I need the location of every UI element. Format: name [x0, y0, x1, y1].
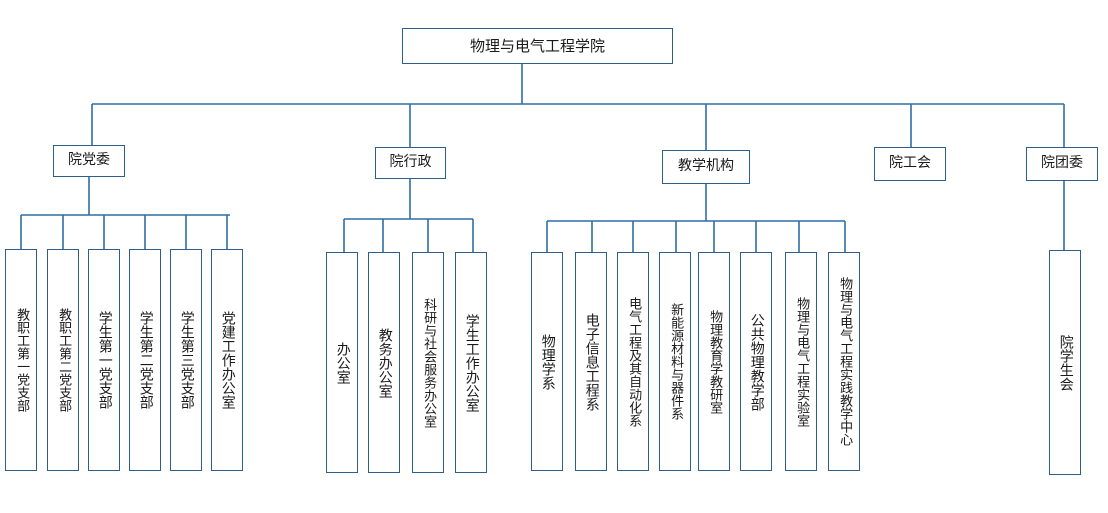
unit-label: 院学生会 [1057, 334, 1074, 391]
unit-label: 科研与社会服务办公室 [421, 297, 437, 428]
unit-box: 科研与社会服务办公室 [412, 252, 444, 473]
unit-box: 院学生会 [1049, 250, 1081, 475]
unit-label: 党建工作办公室 [219, 311, 236, 409]
unit-label: 新能源材料与器件系 [668, 303, 684, 420]
unit-box: 教务办公室 [368, 252, 400, 473]
unit-box: 物理学系 [531, 252, 563, 471]
unit-label: 电气工程及其自动化系 [626, 296, 642, 427]
unit-label: 电子信息工程系 [583, 312, 600, 411]
unit-box: 电子信息工程系 [575, 252, 607, 471]
unit-box: 物理教育学教研室 [698, 252, 730, 471]
unit-label: 物理教育学教研室 [707, 309, 723, 414]
unit-label: 教职工第二党支部 [56, 308, 72, 412]
root-node: 物理与电气工程学院 [402, 28, 673, 64]
branch-teaching-units: 教学机构 [662, 150, 750, 184]
branch-label: 院行政 [389, 154, 432, 171]
unit-label: 办公室 [334, 341, 351, 384]
unit-label: 学生工作办公室 [463, 313, 480, 412]
unit-box: 党建工作办公室 [211, 249, 243, 471]
branch-youth-league: 院团委 [1026, 147, 1098, 181]
unit-box: 学生第二党支部 [129, 249, 161, 471]
branch-party-committee: 院党委 [53, 145, 125, 177]
unit-label: 学生第三党支部 [178, 311, 195, 409]
branch-labor-union: 院工会 [874, 147, 946, 181]
branch-administration: 院行政 [375, 147, 446, 179]
unit-label: 公共物理教学部 [748, 312, 765, 411]
unit-box: 学生第一党支部 [88, 249, 120, 471]
unit-box: 教职工第一党支部 [5, 249, 37, 471]
branch-label: 院团委 [1041, 155, 1083, 172]
unit-label: 物理学系 [539, 333, 556, 390]
branch-label: 院党委 [68, 152, 110, 169]
unit-label: 教职工第一党支部 [14, 308, 30, 412]
unit-label: 教务办公室 [376, 327, 393, 398]
unit-box: 学生工作办公室 [455, 252, 487, 473]
unit-label: 学生第一党支部 [96, 311, 113, 409]
unit-box: 学生第三党支部 [170, 249, 202, 471]
branch-label: 院工会 [889, 155, 931, 172]
unit-label: 物理与电气工程实验室 [794, 296, 810, 427]
unit-label: 物理与电气工程实践教学中心 [837, 277, 853, 446]
unit-label: 学生第二党支部 [137, 311, 154, 409]
unit-box: 物理与电气工程实践教学中心 [828, 252, 860, 471]
unit-box: 办公室 [326, 252, 358, 473]
unit-box: 新能源材料与器件系 [659, 252, 691, 471]
unit-box: 电气工程及其自动化系 [617, 252, 649, 471]
root-label: 物理与电气工程学院 [469, 36, 605, 55]
branch-label: 教学机构 [678, 158, 734, 175]
unit-box: 物理与电气工程实验室 [785, 252, 817, 471]
unit-box: 教职工第二党支部 [47, 249, 79, 471]
unit-box: 公共物理教学部 [740, 252, 772, 471]
